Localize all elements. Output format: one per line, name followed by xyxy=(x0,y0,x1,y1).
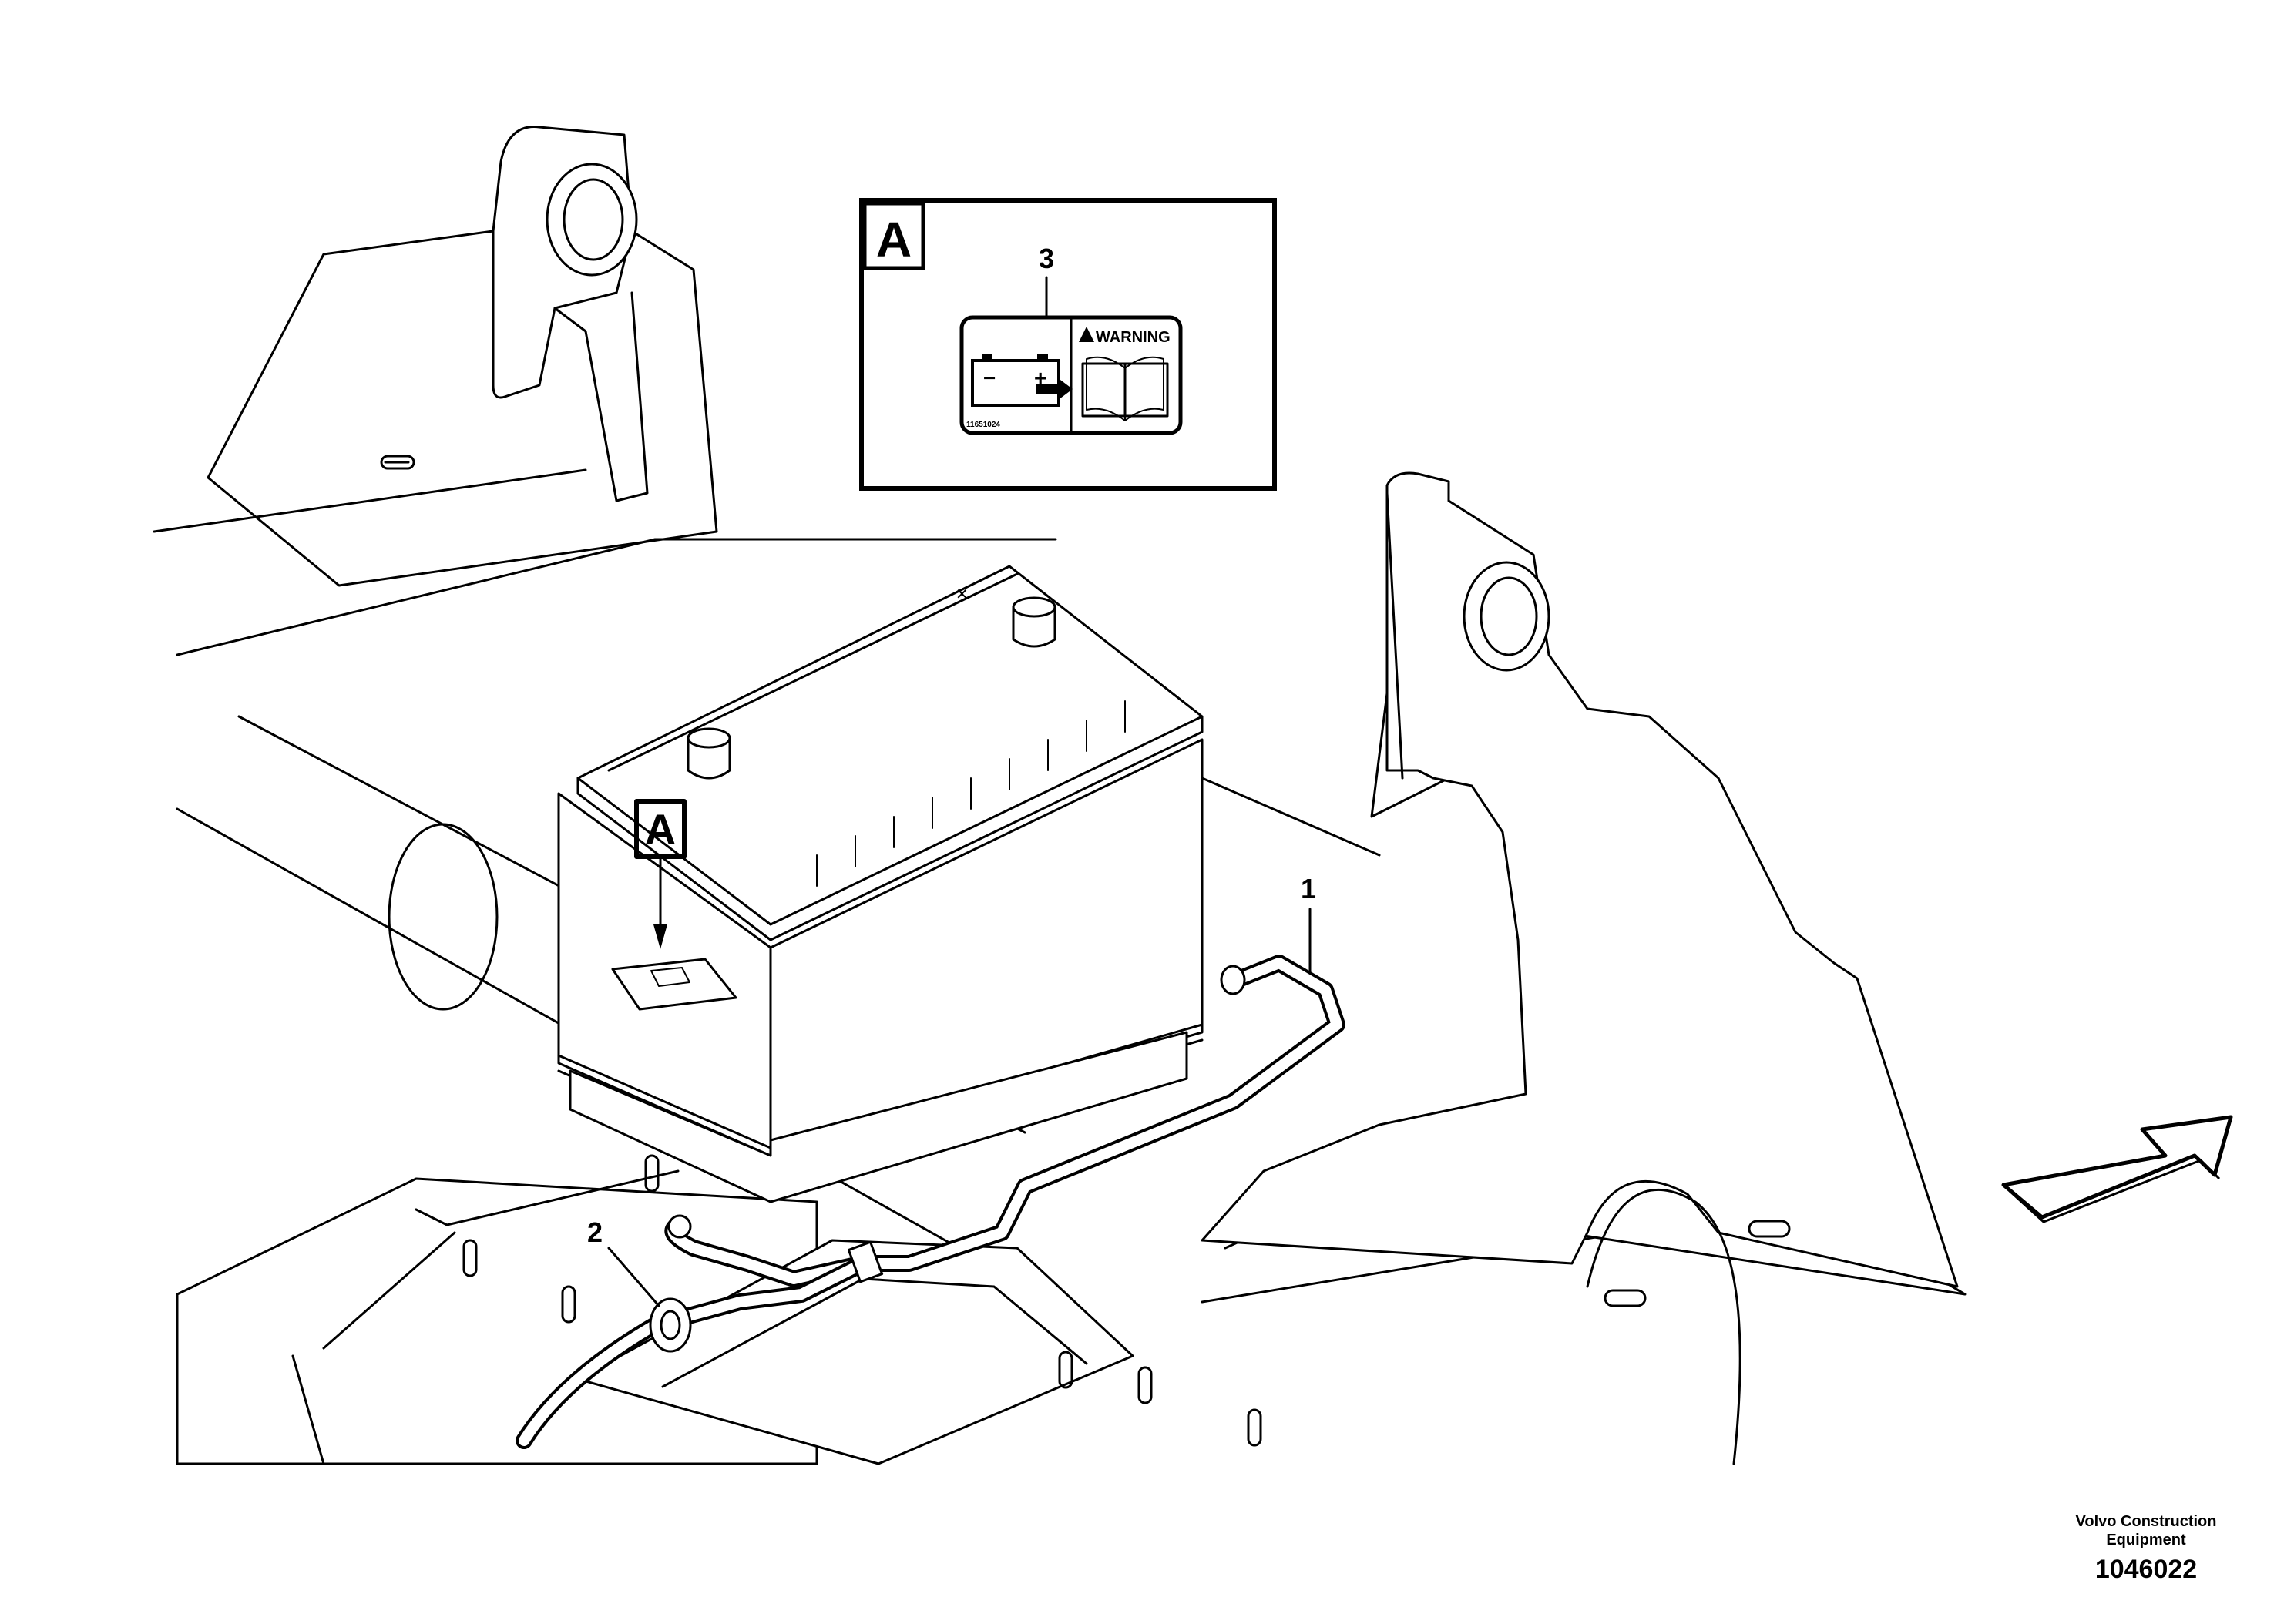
decal-minus: − xyxy=(983,366,996,390)
cable-grommet xyxy=(649,1297,692,1353)
detail-letter: A xyxy=(876,212,912,267)
decal-warning-text: WARNING xyxy=(1096,329,1171,346)
frame-studs xyxy=(462,1154,1262,1447)
forward-direction-arrow-icon xyxy=(2001,1115,2233,1220)
manual-book-icon xyxy=(1081,356,1169,421)
right-bracket xyxy=(1201,471,1959,1288)
cable-grommet-inner xyxy=(660,1310,681,1340)
battery-decal xyxy=(611,958,737,1011)
document-number: 1046022 xyxy=(2094,1555,2198,1584)
decal-arrow-icon xyxy=(1036,377,1073,401)
battery-vent-mark: ✕ xyxy=(956,586,969,603)
battery-terminal-rear xyxy=(1012,596,1056,648)
decal-part-number: 11651024 xyxy=(966,421,1000,429)
callout-2: 2 xyxy=(587,1216,603,1248)
battery-marker-letter: A xyxy=(645,805,676,854)
detail-view-a: A 3 − + 11651024 WARNING xyxy=(859,198,1277,491)
diagram-footer: Volvo Construction Equipment 1046022 xyxy=(2046,1512,2246,1586)
cable-terminal-1 xyxy=(1220,965,1246,995)
right-bracket-slot-a xyxy=(1748,1220,1791,1238)
rail-upper-b xyxy=(176,538,1057,656)
right-bracket-hole xyxy=(1586,1188,1741,1465)
floor-pan-inner xyxy=(661,1277,1088,1388)
left-bracket-plate xyxy=(492,230,633,399)
battery-marker-arrowhead xyxy=(653,924,667,949)
warning-triangle-icon xyxy=(1079,327,1094,342)
forward-arrow-depth xyxy=(2008,1159,2221,1223)
battery-base xyxy=(569,1031,1188,1203)
callout-1: 1 xyxy=(1301,873,1316,904)
decal-terminal-pos xyxy=(1037,354,1048,361)
battery-cable xyxy=(516,955,1345,1449)
leader-2 xyxy=(607,1247,660,1307)
left-bracket-slot-hole xyxy=(380,455,415,470)
battery-top-groove xyxy=(607,572,1019,772)
left-bracket-bore-inner xyxy=(563,178,624,261)
brand-line-1: Volvo Construction xyxy=(2075,1513,2217,1530)
cable-terminal-2 xyxy=(667,1214,692,1239)
battery-side-face xyxy=(769,738,1204,1157)
left-bracket xyxy=(207,126,718,587)
battery-view-marker: A xyxy=(634,799,687,949)
right-bracket-bore-inner xyxy=(1480,576,1538,656)
detail-letter-box xyxy=(862,201,925,270)
rail-mid xyxy=(1201,777,1381,857)
battery-vent-ridges xyxy=(816,700,1126,887)
lower-plate-step xyxy=(415,1169,680,1226)
decal-battery-pictogram xyxy=(971,359,1060,407)
battery: ✕ xyxy=(557,565,1204,1203)
battery-top-rim xyxy=(576,715,1204,941)
battery-marker-box xyxy=(634,799,687,859)
frame-hole-left xyxy=(388,823,499,1011)
battery-terminal-front xyxy=(687,727,731,780)
floor-pan xyxy=(576,1239,1134,1465)
rail-upper-a xyxy=(153,468,587,533)
cable-junction-sleeve xyxy=(847,1240,884,1283)
right-bracket-slot-b xyxy=(1604,1289,1647,1307)
frame-structure xyxy=(153,126,1967,1465)
lower-plate-lip xyxy=(291,1354,325,1465)
brand-line-2: Equipment xyxy=(2106,1532,2186,1549)
lower-plate-edge xyxy=(322,1231,456,1350)
left-bracket-web xyxy=(553,291,649,502)
callouts: 1 2 xyxy=(587,873,1316,1307)
decal-terminal-neg xyxy=(982,354,992,361)
callout-3: 3 xyxy=(1039,243,1054,274)
right-bracket-edge xyxy=(1385,492,1404,780)
